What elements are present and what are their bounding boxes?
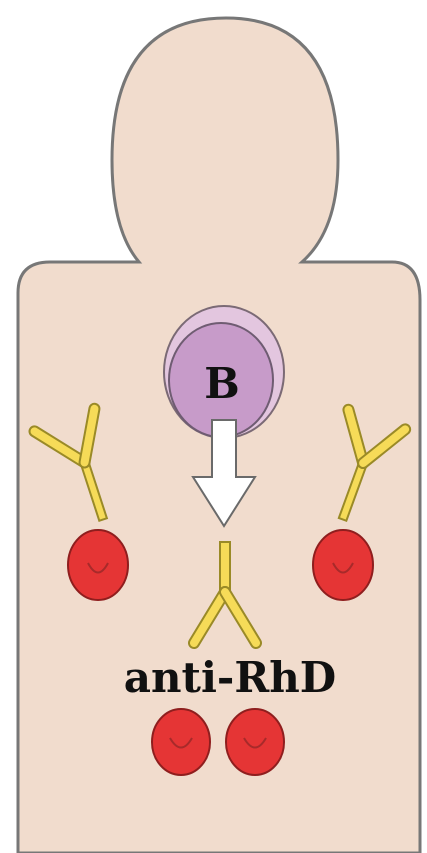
red-blood-cell-icon <box>68 530 128 600</box>
red-blood-cell-icon <box>313 530 373 600</box>
red-blood-cell-icon <box>152 709 210 775</box>
red-blood-cell-icon <box>226 709 284 775</box>
antibody-label: anti-RhD <box>124 653 336 702</box>
b-cell-label: B <box>204 359 240 408</box>
